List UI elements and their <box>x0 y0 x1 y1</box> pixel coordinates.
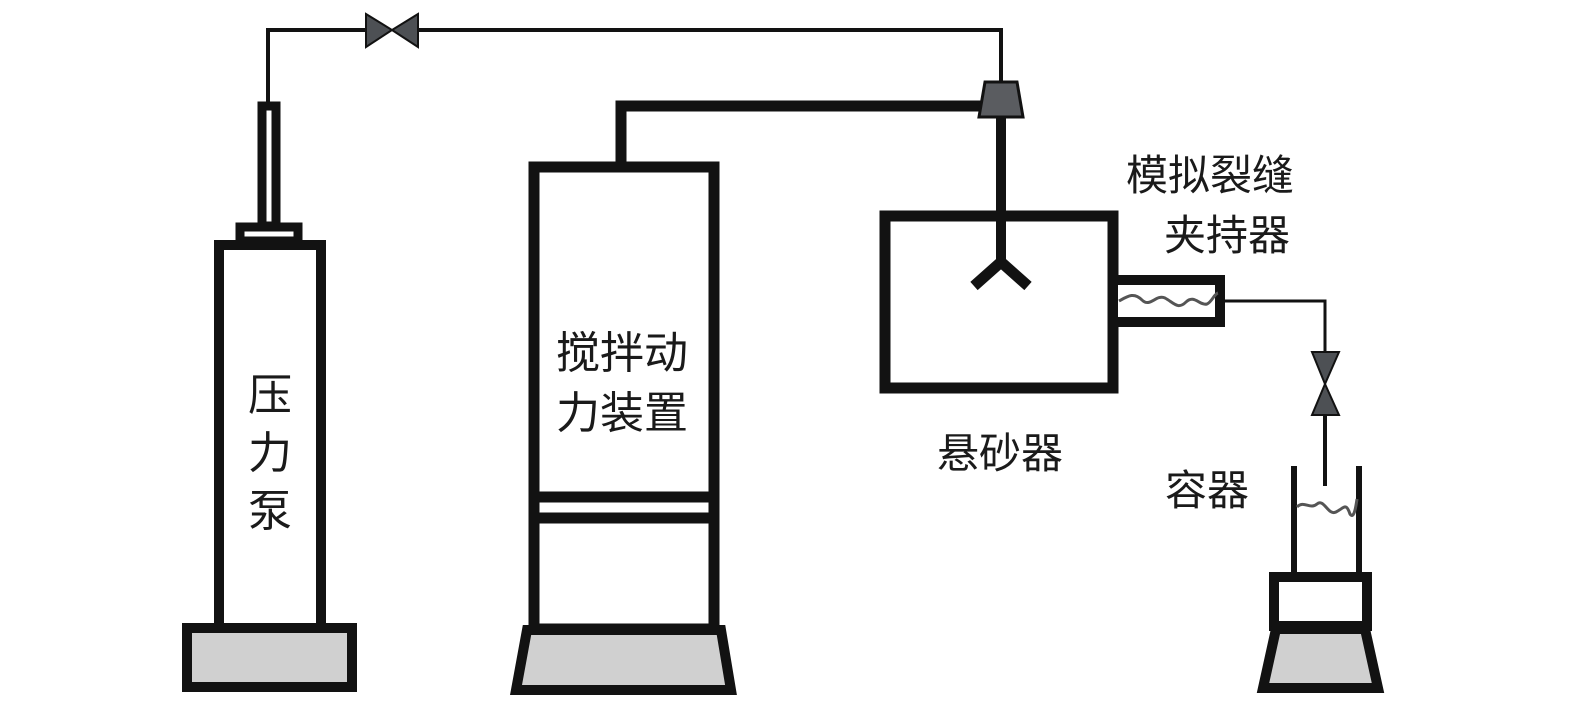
coupling-icon <box>977 80 1025 119</box>
container-base <box>1256 624 1385 693</box>
fracture-holder-label-line2: 夹持器 <box>1164 211 1290 260</box>
container-label: 容器 <box>1165 466 1249 515</box>
pressure-pump: 压 力 泵 <box>182 101 357 692</box>
stirring-unit-label-line2: 力装置 <box>556 388 688 439</box>
pump-label-char: 压 <box>248 370 292 421</box>
top-valve-icon <box>365 12 419 49</box>
stirring-drive-shaft <box>615 100 985 165</box>
pump-base <box>182 623 357 692</box>
stirring-unit-base <box>510 625 737 695</box>
pump-cap <box>235 222 303 246</box>
stirring-power-unit: 搅拌动 力装置 <box>510 100 985 695</box>
bottom-valve-icon <box>1310 351 1341 416</box>
pump-piston-rod <box>257 101 281 231</box>
upper-pipe <box>418 28 1003 82</box>
container: 容器 <box>1165 466 1385 693</box>
pump-label-char: 泵 <box>248 486 292 537</box>
sand-suspender: 悬砂器 <box>879 117 1119 478</box>
pump-label-char: 力 <box>248 428 292 479</box>
fracture-holder: 模拟裂缝 夹持器 <box>1108 151 1294 327</box>
pump-outlet-pipe <box>266 28 366 103</box>
fracture-wave <box>1118 291 1219 308</box>
stirrer-blade-icon <box>970 254 1032 291</box>
fracture-holder-body <box>1108 275 1225 327</box>
stirring-unit-label-line1: 搅拌动 <box>556 328 688 379</box>
sand-suspender-label: 悬砂器 <box>937 429 1063 478</box>
outlet-pipe <box>1225 299 1327 354</box>
container-liquid-wave <box>1295 498 1359 517</box>
container-stand <box>1269 572 1372 631</box>
fracture-holder-label-line1: 模拟裂缝 <box>1126 151 1294 200</box>
